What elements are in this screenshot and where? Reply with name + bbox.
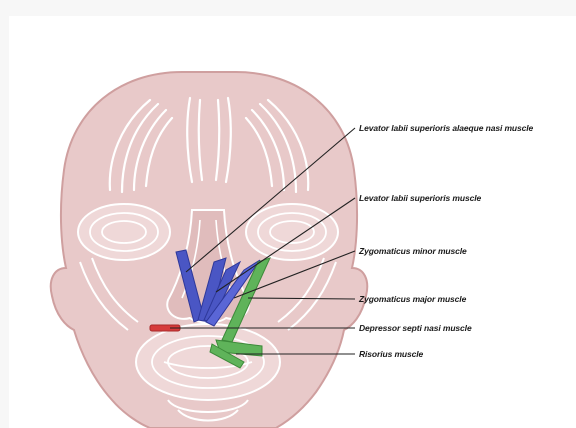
- label-depressor-septi-nasi: Depressor septi nasi muscle: [359, 323, 472, 333]
- label-zygomaticus-minor: Zygomaticus minor muscle: [359, 246, 467, 256]
- label-zygomaticus-major: Zygomaticus major muscle: [359, 294, 466, 304]
- label-risorius: Risorius muscle: [359, 349, 423, 359]
- label-levator-labii-superioris-alaeque-nasi: Levator labii superioris alaeque nasi mu…: [359, 123, 533, 133]
- label-levator-labii-superioris: Levator labii superioris muscle: [359, 193, 481, 203]
